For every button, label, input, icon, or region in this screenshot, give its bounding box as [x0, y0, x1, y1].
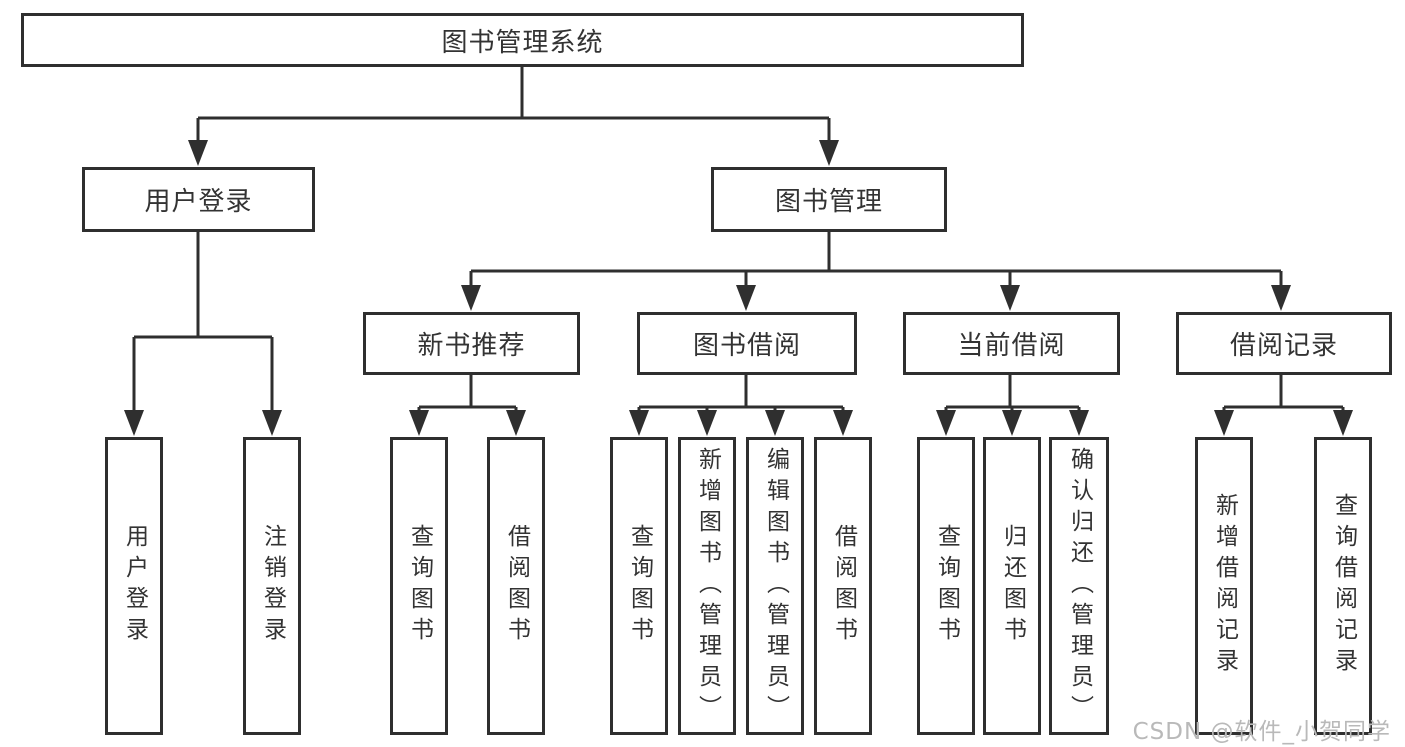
leaf-label: 归还图书 [999, 524, 1026, 648]
connector-user-login-children [124, 232, 282, 436]
leaf-label: 用户登录 [121, 524, 148, 648]
leaf-borrow-book: 借阅图书 [814, 437, 872, 735]
arrowhead [461, 285, 481, 311]
arrowhead [262, 410, 282, 436]
connector-new-book-recommend-children [409, 375, 526, 436]
node-label: 图书借阅 [692, 331, 801, 361]
leaf-label: 查询图书 [626, 524, 653, 648]
leaf-label: 新增图书（管理员） [694, 446, 721, 726]
connector-borrow-records-children [1214, 375, 1353, 436]
node-book-borrow: 图书借阅 [637, 312, 857, 375]
node-label: 新书推荐 [417, 331, 526, 361]
arrowhead [819, 140, 839, 166]
leaf-label: 新增借阅记录 [1211, 493, 1238, 679]
arrowhead [697, 410, 717, 436]
arrowhead [1002, 410, 1022, 436]
arrowhead [506, 410, 526, 436]
node-label: 用户登录 [144, 187, 253, 217]
node-label: 借阅记录 [1229, 331, 1338, 361]
connector-current-borrow-children [936, 375, 1089, 436]
arrowhead [736, 285, 756, 311]
arrowhead [1333, 410, 1353, 436]
leaf-confirm-return-admin: 确认归还（管理员） [1049, 437, 1109, 735]
leaf-label: 借阅图书 [830, 524, 857, 648]
leaf-borrow-query-book: 查询图书 [610, 437, 668, 735]
arrowhead [833, 410, 853, 436]
node-label: 当前借阅 [957, 331, 1066, 361]
leaf-return-book: 归还图书 [983, 437, 1041, 735]
node-label: 图书管理系统 [441, 27, 604, 58]
leaf-label: 借阅图书 [503, 524, 530, 648]
arrowhead [1271, 285, 1291, 311]
leaf-current-query-book: 查询图书 [917, 437, 975, 735]
connector-book-borrow-children [629, 375, 853, 436]
leaf-recommend-query-book: 查询图书 [390, 437, 448, 735]
leaf-label: 查询图书 [406, 524, 433, 648]
leaf-label: 编辑图书（管理员） [762, 446, 789, 726]
arrowhead [1214, 410, 1234, 436]
arrowhead [409, 410, 429, 436]
node-current-borrow: 当前借阅 [903, 312, 1120, 375]
node-label: 图书管理 [774, 187, 883, 217]
arrowhead [1069, 410, 1089, 436]
node-borrow-records: 借阅记录 [1176, 312, 1392, 375]
node-library-system: 图书管理系统 [21, 13, 1024, 67]
leaf-label: 查询图书 [933, 524, 960, 648]
leaf-label: 注销登录 [259, 524, 286, 648]
node-new-book-recommend: 新书推荐 [363, 312, 580, 375]
leaf-label: 查询借阅记录 [1330, 493, 1357, 679]
leaf-add-borrow-record: 新增借阅记录 [1195, 437, 1253, 735]
leaf-logout: 注销登录 [243, 437, 301, 735]
leaf-label: 确认归还（管理员） [1066, 446, 1093, 726]
connector-book-management-children [461, 232, 1291, 311]
arrowhead [765, 410, 785, 436]
connector-root-to-level2 [188, 67, 839, 166]
leaf-add-book-admin: 新增图书（管理员） [678, 437, 736, 735]
leaf-edit-book-admin: 编辑图书（管理员） [746, 437, 804, 735]
node-user-login: 用户登录 [82, 167, 315, 232]
arrowhead [936, 410, 956, 436]
arrowhead [124, 410, 144, 436]
leaf-user-login: 用户登录 [105, 437, 163, 735]
arrowhead [188, 140, 208, 166]
arrowhead [629, 410, 649, 436]
leaf-query-borrow-record: 查询借阅记录 [1314, 437, 1372, 735]
leaf-recommend-borrow-book: 借阅图书 [487, 437, 545, 735]
arrowhead [1000, 285, 1020, 311]
node-book-management: 图书管理 [711, 167, 947, 232]
csdn-watermark: CSDN @软件_小贺同学 [1132, 719, 1391, 745]
